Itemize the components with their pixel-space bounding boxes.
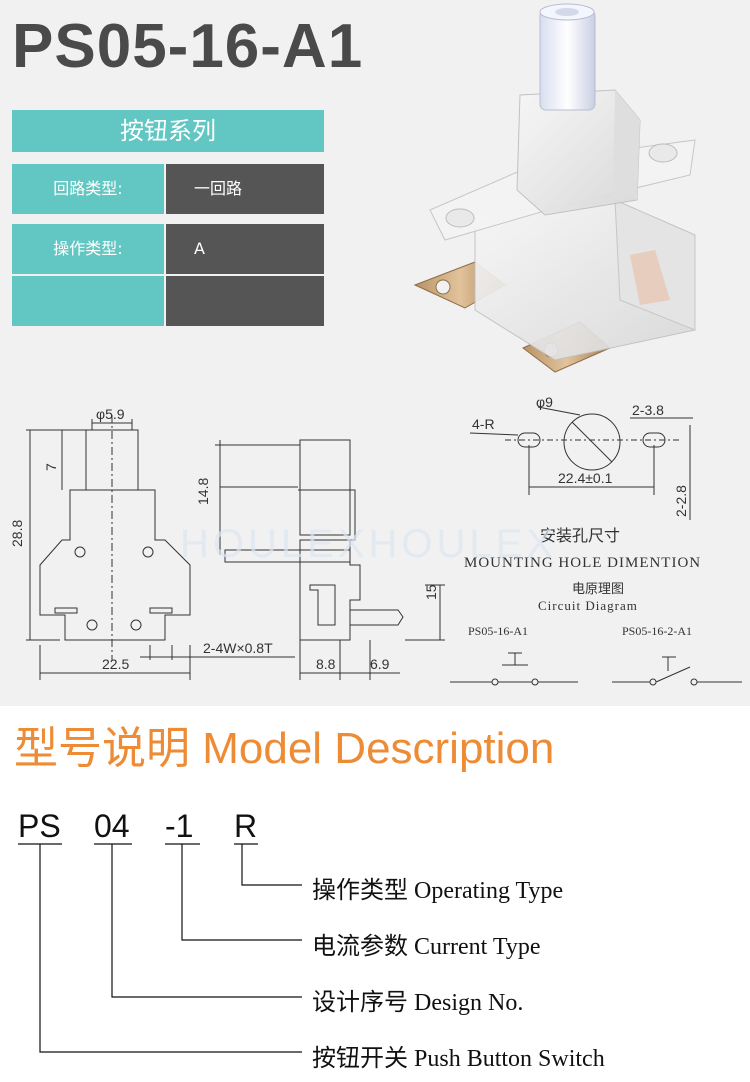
series-banner: 按钮系列 <box>12 110 324 152</box>
dim-69: 6.9 <box>370 656 390 672</box>
spec-key <box>12 276 164 326</box>
code-04: 04 <box>94 808 130 844</box>
model-title: 型号说明 Model Description <box>14 724 555 773</box>
dim-148: 14.8 <box>195 478 211 505</box>
hole-238: 2-3.8 <box>632 402 664 418</box>
spec-value <box>166 276 324 326</box>
circuit-en: Circuit Diagram <box>538 598 638 613</box>
spec-value: A <box>166 224 324 274</box>
code-r: R <box>234 808 258 844</box>
spec-row-circuit: 回路类型: 一回路 <box>12 164 324 214</box>
spec-value: 一回路 <box>166 164 324 214</box>
model-leader-lines <box>18 843 302 1053</box>
mounting-en: MOUNTING HOLE DIMENTION <box>464 555 701 571</box>
desc-push-button-switch: 按钮开关 Push Button Switch <box>312 1046 605 1072</box>
circuit-cn: 电原理图 <box>572 581 624 596</box>
dim-15: 15 <box>423 584 439 600</box>
product-title: PS05-16-A1 <box>12 12 364 81</box>
code-ps: PS <box>18 808 61 844</box>
hole-28: 2-2.8 <box>673 485 689 517</box>
dim-terminal: 2-4W×0.8T <box>203 640 273 656</box>
dim-288: 28.8 <box>9 520 25 547</box>
technical-drawing: φ5.9 7 28.8 22.5 14.8 15 8.8 6.9 2-4W×0.… <box>9 395 742 686</box>
hole-4r: 4-R <box>472 416 495 432</box>
dim-88: 8.8 <box>316 656 336 672</box>
circuit-label-a: PS05-16-A1 <box>468 624 528 638</box>
mounting-cn: 安装孔尺寸 <box>540 527 620 545</box>
dim-225: 22.5 <box>102 656 129 672</box>
product-photo <box>413 3 696 373</box>
watermark: HOULEXHOULEX <box>180 522 557 566</box>
dim-phi59: φ5.9 <box>96 406 125 422</box>
hole-224: 22.4±0.1 <box>558 470 613 486</box>
desc-operating-type: 操作类型 Operating Type <box>312 878 564 904</box>
spec-key: 操作类型: <box>12 224 164 274</box>
desc-design-no: 设计序号 Design No. <box>312 990 524 1016</box>
spec-key: 回路类型: <box>12 164 164 214</box>
circuit-label-b: PS05-16-2-A1 <box>622 624 692 638</box>
code-1: -1 <box>165 808 194 844</box>
dim-7: 7 <box>43 463 59 471</box>
spec-row-empty <box>12 276 324 326</box>
spec-row-operation: 操作类型: A <box>12 224 324 274</box>
desc-current-type: 电流参数 Current Type <box>312 934 541 960</box>
hole-phi9: φ9 <box>536 395 553 410</box>
